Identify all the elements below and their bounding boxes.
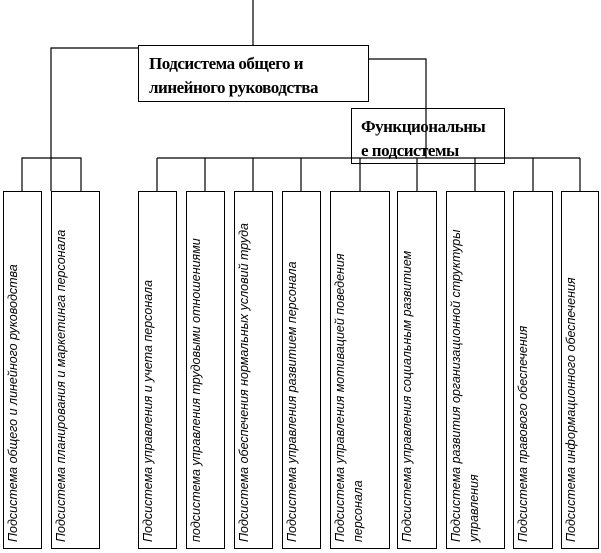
subsystem-label: подсистема управления трудовыми отношени… xyxy=(189,238,203,542)
subsystem-box: Подсистема управления развитием персонал… xyxy=(282,191,321,549)
subsystem-box: Подсистема обеспечения нормальных услови… xyxy=(234,191,273,549)
subsystem-box: подсистема управления трудовыми отношени… xyxy=(186,191,225,549)
left-bracket xyxy=(21,157,82,191)
functional-line2: е подсистемы xyxy=(361,141,459,160)
subsystem-box: Подсистема информационного обеспечения xyxy=(561,191,599,549)
subsystem-box: Подсистема управления социальным развити… xyxy=(397,191,437,549)
functional-line1: Функциональны xyxy=(361,117,486,136)
left-connector xyxy=(50,47,138,191)
subsystem-box: Подсистема управления мотивацией поведен… xyxy=(330,191,390,549)
subsystem-label: Подсистема правового обеспечения xyxy=(516,325,530,542)
general-management-box: Подсистема общего и линейного руководств… xyxy=(138,45,369,102)
subsystem-box: Подсистема управления и учета персонала xyxy=(138,191,177,549)
subsystem-label: Подсистема управления социальным развити… xyxy=(400,250,414,542)
subsystem-label: Подсистема развития организационной стру… xyxy=(449,229,481,542)
subsystem-label: Подсистема планирования и маркетинга пер… xyxy=(54,229,68,542)
subsystem-label: Подсистема управления мотивацией поведен… xyxy=(333,253,365,542)
subsystem-label: Подсистема обеспечения нормальных услови… xyxy=(237,223,251,542)
subsystem-box: Подсистема развития организационной стру… xyxy=(446,191,505,549)
functional-subsystems-box: Функциональны е подсистемы xyxy=(351,108,505,164)
subsystem-box: Подсистема планирования и маркетинга пер… xyxy=(51,191,100,549)
general-management-line1: Подсистема общего и xyxy=(149,54,304,73)
subsystem-label: Подсистема управления развитием персонал… xyxy=(285,261,299,542)
subsystem-box: Подсистема правового обеспечения xyxy=(513,191,553,549)
functional-connector xyxy=(368,58,427,158)
general-management-line2: линейного руководства xyxy=(149,78,318,97)
subsystem-label: Подсистема управления и учета персонала xyxy=(141,279,155,542)
subsystem-box: Подсистема общего и линейного руководств… xyxy=(3,191,42,549)
subsystem-label: Подсистема общего и линейного руководств… xyxy=(6,264,20,542)
subsystem-label: Подсистема информационного обеспечения xyxy=(564,277,578,542)
